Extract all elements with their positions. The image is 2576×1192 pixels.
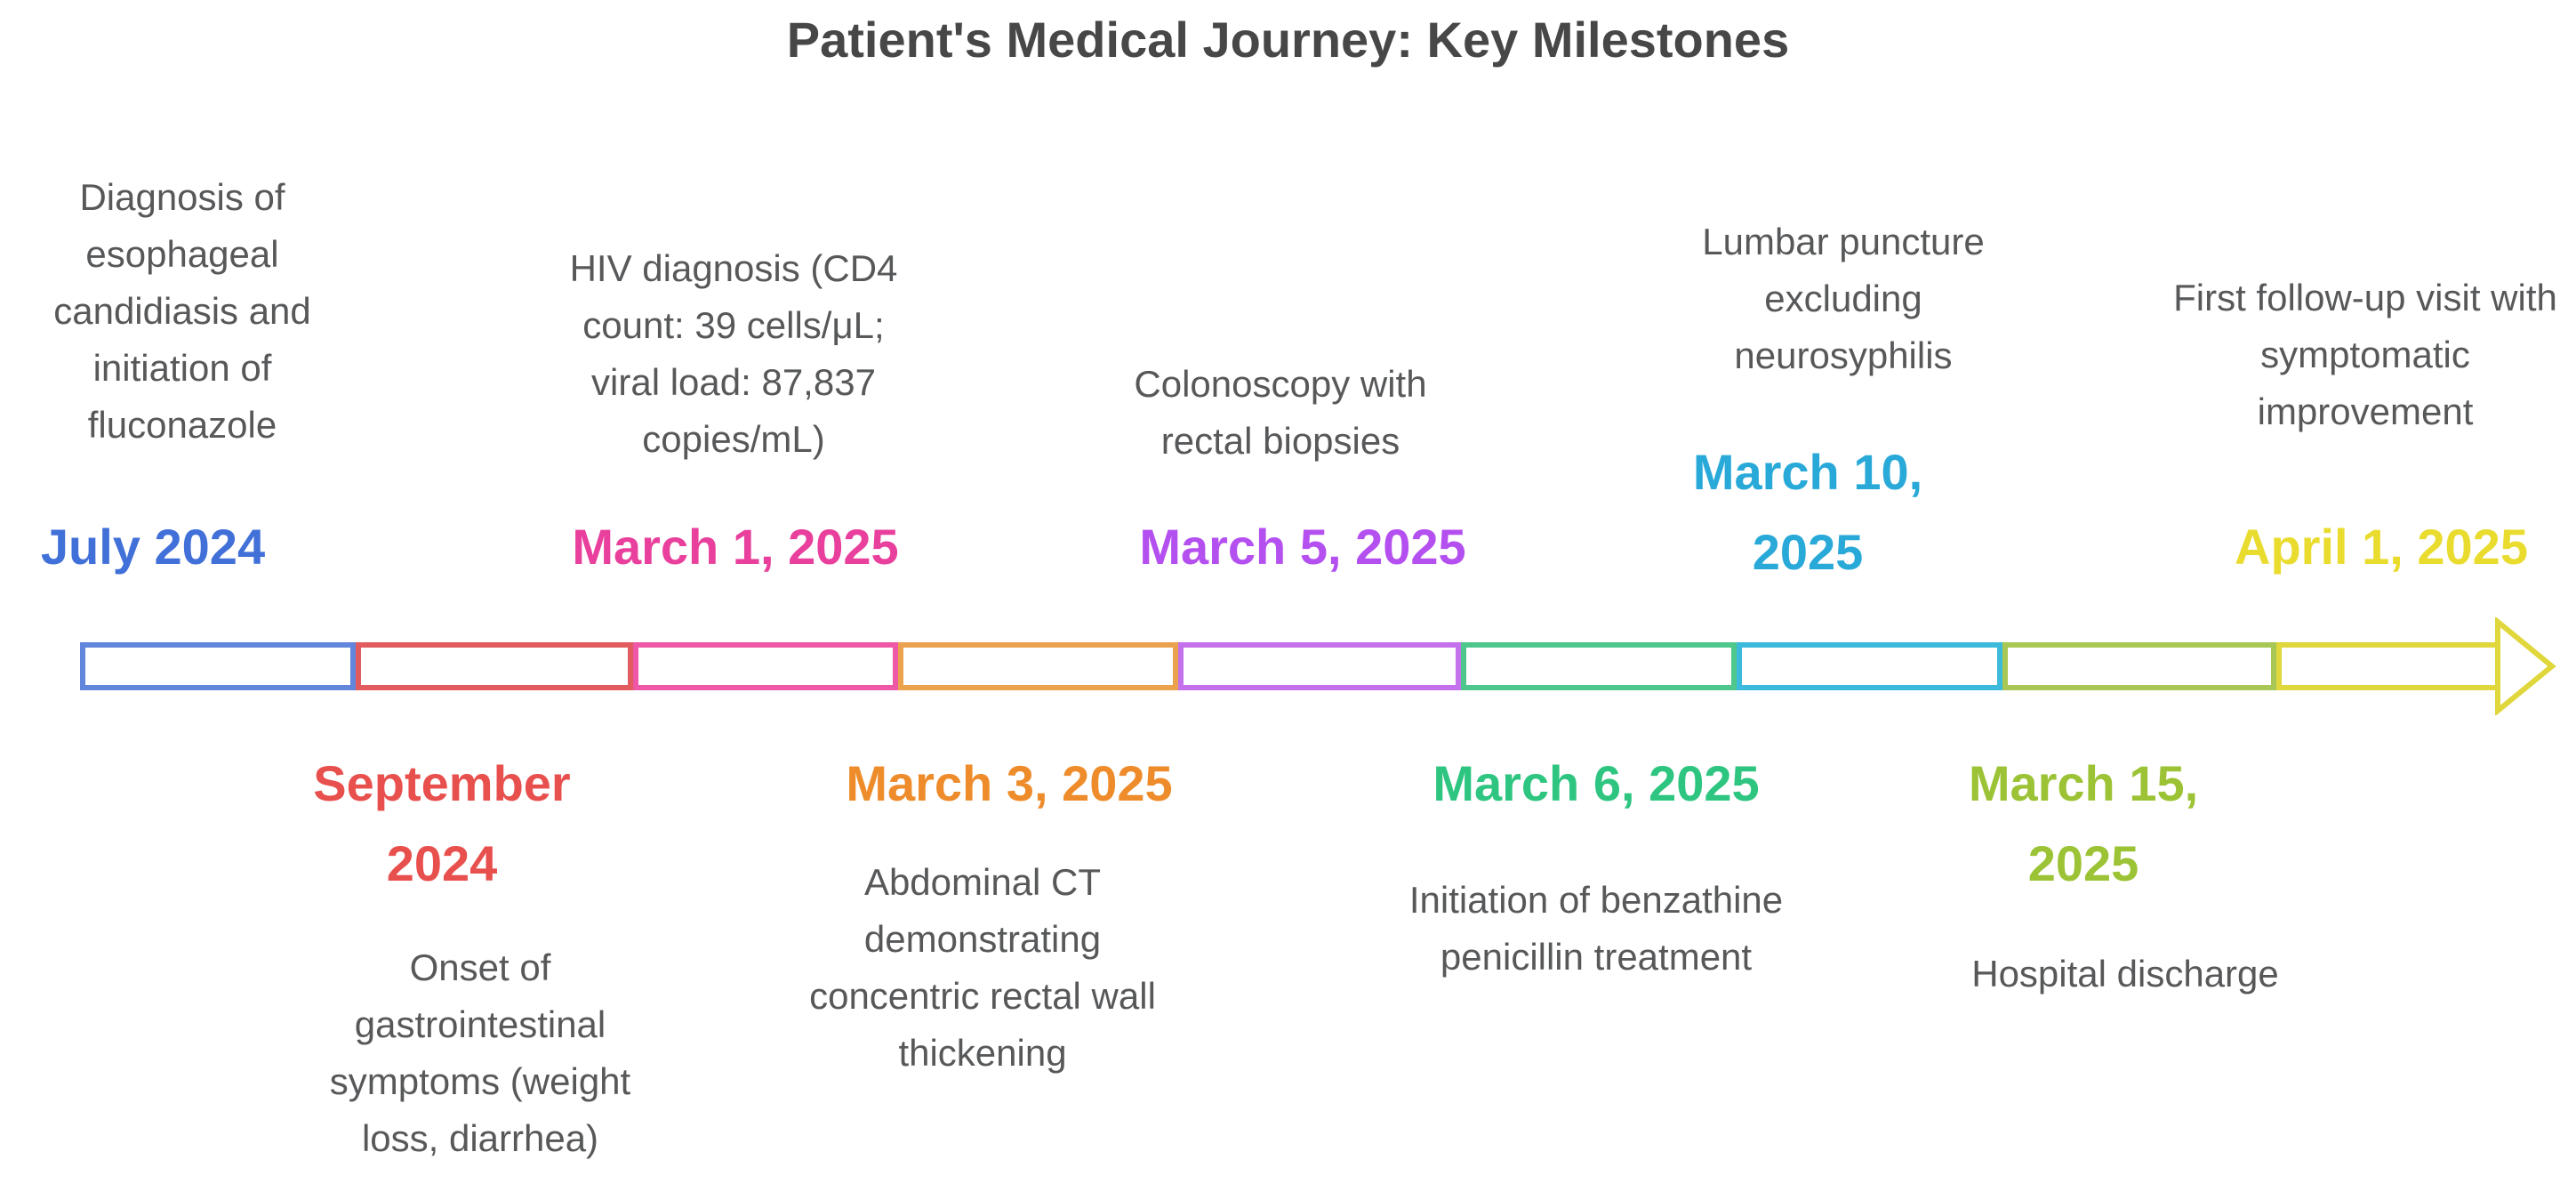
milestone-date: September 2024 — [313, 755, 571, 891]
timeline-segment — [356, 642, 633, 690]
milestone-date: March 6, 2025 — [1432, 755, 1760, 811]
arrow-right-icon — [2495, 617, 2556, 715]
timeline-segment — [80, 642, 356, 690]
milestone-description: Abdominal CT demonstrating concentric re… — [809, 861, 1156, 1074]
timeline-segment — [1461, 642, 1737, 690]
milestone-description: Hospital discharge — [1971, 953, 2279, 995]
milestone-date: March 3, 2025 — [846, 755, 1173, 811]
milestone-date: April 1, 2025 — [2235, 519, 2528, 575]
timeline-bar — [80, 642, 2499, 690]
timeline-segment — [2276, 642, 2499, 690]
milestone-description: Lumbar puncture excluding neurosyphilis — [1702, 221, 1985, 376]
milestone-description: Onset of gastrointestinal symptoms (weig… — [329, 946, 631, 1159]
diagram-title: Patient's Medical Journey: Key Milestone… — [786, 12, 1790, 68]
timeline-segment — [1737, 642, 2002, 690]
milestone-date: March 10, 2025 — [1692, 444, 1923, 580]
milestone-date: July 2024 — [40, 519, 266, 575]
timeline-segment — [2002, 642, 2276, 690]
milestone-description: Initiation of benzathine penicillin trea… — [1408, 879, 1784, 978]
timeline-segment — [898, 642, 1178, 690]
milestone-date: March 15, 2025 — [1968, 755, 2199, 891]
milestone-description: Colonoscopy with rectal biopsies — [1134, 363, 1427, 462]
milestone-date: March 1, 2025 — [572, 519, 899, 575]
milestone-description: First follow-up visit with symptomatic i… — [2173, 277, 2557, 432]
timeline-segment — [633, 642, 898, 690]
timeline-segment — [1178, 642, 1461, 690]
milestone-description: Diagnosis of esophageal candidiasis and … — [53, 176, 311, 446]
milestone-description: HIV diagnosis (CD4 count: 39 cells/μL; v… — [569, 247, 898, 460]
milestone-date: March 5, 2025 — [1139, 519, 1466, 575]
arrow-head-shape — [2495, 617, 2556, 715]
